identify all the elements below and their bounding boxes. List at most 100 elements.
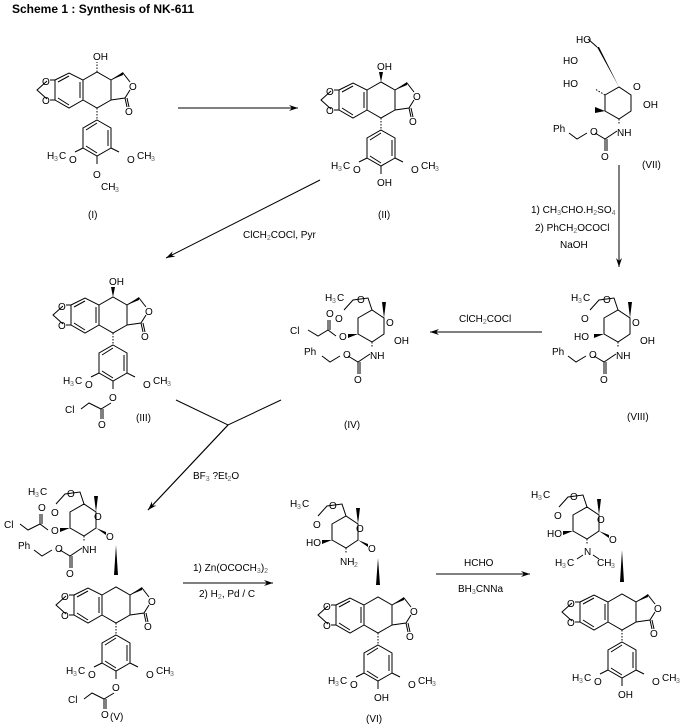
atom-label: O [603, 295, 611, 306]
atom-label: 3 [332, 298, 336, 305]
compound-label-VIII: (VIII) [627, 412, 649, 423]
atom-label: O [350, 680, 358, 691]
atom-label: OH [643, 100, 658, 111]
atom-label: O [98, 420, 106, 431]
atom-label: HO [563, 56, 578, 67]
atom-label: HO [547, 529, 562, 540]
atom-label: 3 [611, 563, 615, 570]
atom-label: C [567, 558, 574, 569]
atom-label: H [63, 376, 70, 387]
atom-label: O [632, 318, 640, 329]
atom-label: NH [616, 351, 630, 362]
atom-label: NH [340, 557, 354, 568]
hydroxyl-label: OH [93, 52, 108, 63]
atom-label: O [326, 106, 334, 117]
atom-label: NH [370, 351, 384, 362]
atom-label: H [47, 151, 54, 162]
atom-label: O [413, 92, 421, 103]
atom-label: CH [101, 182, 115, 193]
arrow-II-to-III [165, 179, 321, 259]
atom-label: 3 [297, 504, 301, 511]
atom-label: O [145, 307, 153, 318]
atom-label: 3 [335, 681, 339, 688]
compound-VII: HO HO O HO OH NH O O Ph [553, 35, 658, 163]
atom-label: 2) PhCH2OCOCl [535, 223, 610, 235]
atom-label: OH [640, 336, 655, 347]
atom-label: CH [597, 558, 611, 569]
atom-label: O [590, 127, 598, 138]
atom-label: O [326, 87, 334, 98]
atom-label: O [148, 597, 156, 608]
atom-label: O [633, 82, 641, 93]
compound-label-IV: (IV) [344, 420, 360, 431]
atom-label: O [109, 393, 117, 404]
atom-label: Cl [4, 520, 13, 531]
atom-label: C [78, 666, 85, 677]
atom-label: 3 [167, 381, 171, 388]
compound-label-VII: (VII) [642, 160, 661, 171]
atom-label: H [28, 487, 35, 498]
atom-label: O [601, 152, 609, 163]
atom-label: 3 [73, 671, 77, 678]
atom-label: O [594, 677, 602, 688]
atom-label: H [325, 293, 332, 304]
atom-label: 3 [579, 678, 583, 685]
atom-label: Ph [552, 347, 564, 358]
atom-label: OH [374, 693, 389, 704]
atom-label: 3 [435, 166, 439, 173]
atom-label: 3 [54, 156, 58, 163]
atom-label: HO [574, 332, 589, 343]
atom-label: O [61, 611, 69, 622]
atom-label: O [88, 670, 96, 681]
atom-label: O [38, 503, 46, 514]
atom-label: C [543, 490, 550, 501]
atom-label: O [144, 622, 152, 633]
atom-label: H [555, 558, 562, 569]
atom-label: H [572, 673, 579, 684]
atom-label: C [337, 293, 344, 304]
atom-label: 3 [338, 166, 342, 173]
condition-II-III: ClCH2COCl, Pyr [243, 230, 316, 242]
atom-label: 3 [676, 678, 680, 685]
condition-VII-VIII: 1) CH3CHO.H2SO4 2) PhCH2OCOCl NaOH [531, 205, 616, 251]
atom-label: O [66, 569, 74, 580]
atom-label: O [650, 629, 658, 640]
atom-label: O [146, 670, 154, 681]
atom-label: O [94, 512, 102, 523]
atom-label: O [329, 501, 337, 512]
atom-label: O [85, 380, 93, 391]
condition-V-VI: 1) Zn(OCOCH3)2 2) H2, Pd / C [193, 563, 268, 601]
atom-label: O [408, 680, 416, 691]
atom-label: O [93, 170, 101, 181]
atom-label: C [583, 293, 590, 304]
atom-label: C [584, 673, 591, 684]
atom-label: OH [394, 336, 409, 347]
atom-label: O [567, 618, 575, 629]
atom-label: O [597, 515, 605, 526]
atom-label: CH [156, 666, 170, 677]
atom-label: O [567, 599, 575, 610]
atom-label: O [42, 77, 50, 88]
merge-lines [147, 399, 282, 511]
atom-label: O [58, 321, 66, 332]
compound-label-II: (II) [378, 210, 390, 221]
atom-label: H [331, 161, 338, 172]
atom-label: O [67, 489, 75, 500]
atom-label: Cl [290, 326, 299, 337]
atom-label: O [581, 314, 589, 325]
atom-label: O [410, 607, 418, 618]
atom-label: Ph [304, 347, 316, 358]
atom-label: O [409, 117, 417, 128]
atom-label: Cl [65, 405, 74, 416]
atom-label: O [343, 350, 351, 361]
atom-label: O [609, 535, 617, 546]
atom-label: H [531, 490, 538, 501]
atom-label: NH [617, 128, 631, 139]
atom-label: 3 [170, 671, 174, 678]
atom-label: Cl [68, 695, 77, 706]
atom-label: H [571, 293, 578, 304]
atom-label: 3 [151, 156, 155, 163]
